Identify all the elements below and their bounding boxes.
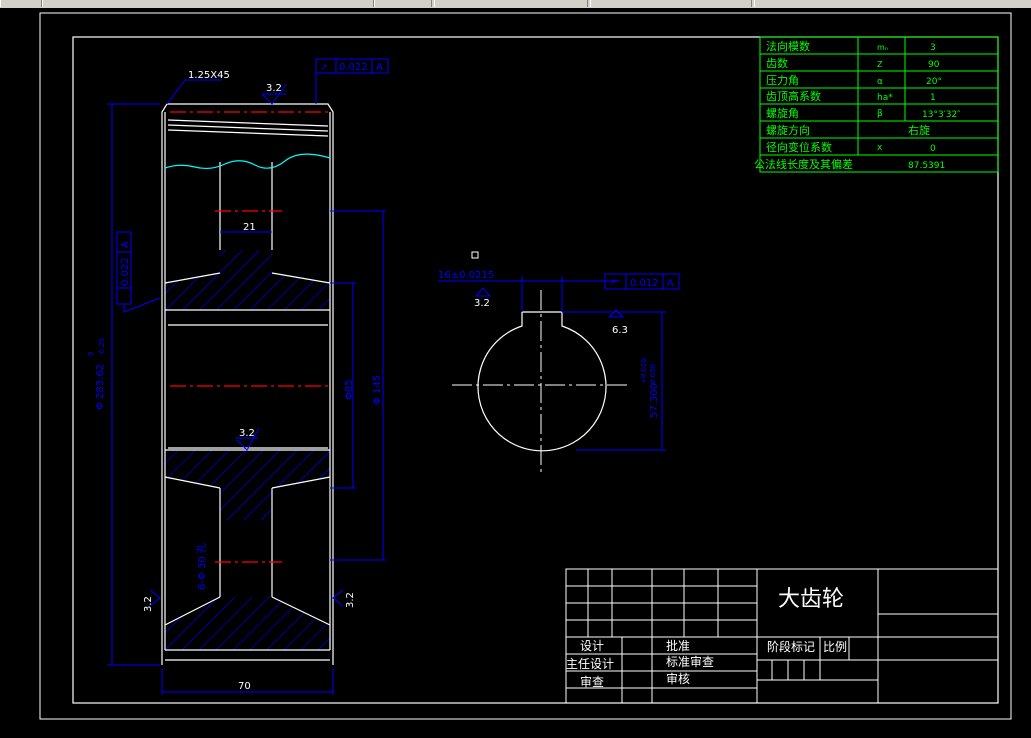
part-name: 大齿轮 — [778, 587, 844, 612]
param-value: 右旋 — [908, 123, 930, 137]
tb-scale: 比例 — [823, 640, 847, 654]
param-name: 螺旋角 — [766, 106, 799, 120]
param-name: 法向模数 — [766, 39, 810, 53]
rough-right: 3.2 — [345, 592, 356, 608]
dim-chamfer: 1.25X45 — [188, 70, 230, 81]
tb-stage-mark: 阶段标记 — [767, 639, 815, 654]
runout-symbol: ↗ — [609, 278, 617, 288]
param-name: 齿顶高系数 — [766, 89, 821, 103]
outer-frame — [39, 12, 1012, 720]
bore-circle — [477, 311, 607, 452]
hatch-lower-rim — [165, 597, 330, 650]
drawing-svg: 法向模数 mₙ 3 齿数 Z 90 压力角 α 20° 齿顶高系数 ha* 1 … — [39, 12, 1012, 720]
dim-key-width: 16±0.0215 — [438, 270, 494, 281]
toolbar-section[interactable] — [754, 0, 1031, 7]
runout-symbol: ↗ — [320, 63, 328, 73]
param-value: 20° — [926, 77, 942, 87]
dim-hub: Φ 145 — [372, 375, 383, 405]
rough-top: 3.2 — [266, 83, 282, 94]
param-symbol: Z — [877, 60, 883, 69]
tb-chief-designer: 主任设计 — [566, 657, 614, 671]
dim-key-depth-upper: +0.020 — [640, 358, 648, 384]
rough-key: 3.2 — [474, 298, 490, 309]
tb-std-review: 标准审查 — [666, 654, 714, 669]
param-symbol: ha* — [877, 93, 893, 103]
tb-approve: 批准 — [666, 638, 690, 653]
param-footer-value: 87.5391 — [908, 161, 945, 171]
datum-left: A — [120, 241, 131, 248]
tb-reviewer: 审查 — [580, 674, 604, 689]
dim-od: Φ 283.62 — [95, 364, 106, 410]
rough-bore: 3.2 — [239, 428, 255, 439]
hatch-upper-hub — [165, 250, 330, 310]
toolbar-section[interactable] — [590, 0, 752, 7]
param-value: 90 — [928, 60, 940, 70]
dim-bore: Φ85 — [344, 379, 355, 400]
hatch-lower-hub — [165, 450, 330, 520]
param-name: 压力角 — [766, 74, 799, 87]
param-value: 3 — [930, 43, 936, 53]
param-value: 1 — [930, 93, 936, 103]
runout-left-value: 0.022 — [120, 257, 131, 286]
gear-section-view — [161, 103, 334, 665]
tb-audit: 审核 — [666, 671, 690, 686]
params-table — [759, 36, 999, 173]
param-name: 螺旋方向 — [766, 123, 810, 137]
dimension-lines — [107, 58, 389, 695]
datum-top: A — [376, 62, 383, 73]
toolbar-section[interactable] — [0, 0, 42, 7]
param-value: 0 — [930, 144, 936, 154]
dim-key-depth: 57.300 — [649, 383, 660, 418]
hole-note: 6-Φ 30 孔 — [196, 543, 208, 590]
param-symbol: mₙ — [877, 43, 888, 52]
param-symbol: x — [877, 143, 883, 153]
param-symbol: α — [877, 77, 883, 87]
param-value: 13°3′32″ — [922, 110, 961, 120]
dim-key-depth-lower: 0.000 — [649, 364, 657, 384]
tb-designer: 设计 — [580, 639, 604, 653]
toolbar-section[interactable] — [374, 0, 432, 7]
param-name: 齿数 — [766, 57, 788, 70]
drawing-border — [72, 36, 999, 704]
dim-od-lower: -0.25 — [98, 338, 106, 356]
break-line — [164, 153, 331, 170]
datum-key: A — [667, 278, 674, 289]
runout-key-value: 0.012 — [630, 278, 659, 289]
rough-left: 3.2 — [143, 596, 154, 612]
dim-web: 21 — [243, 222, 256, 233]
keyway-view: 16±0.0215 3.2 ↗ 0.012 A 6.3 57.300 +0.02… — [438, 251, 680, 475]
dim-width: 70 — [238, 681, 251, 692]
grip-marker[interactable] — [471, 251, 479, 259]
param-symbol: β — [877, 109, 883, 119]
toolbar-section[interactable] — [42, 0, 374, 7]
dim-od-upper: 0 — [87, 352, 95, 356]
rough-key-bottom: 6.3 — [612, 325, 628, 336]
title-block — [565, 568, 999, 704]
param-name: 径向变位系数 — [766, 140, 832, 154]
toolbar-section[interactable] — [434, 0, 588, 7]
runout-top-value: 0.022 — [339, 62, 368, 73]
param-footer-name: 公法线长度及其偏差 — [754, 157, 853, 171]
drawing-canvas[interactable]: 法向模数 mₙ 3 齿数 Z 90 压力角 α 20° 齿顶高系数 ha* 1 … — [0, 8, 1031, 734]
